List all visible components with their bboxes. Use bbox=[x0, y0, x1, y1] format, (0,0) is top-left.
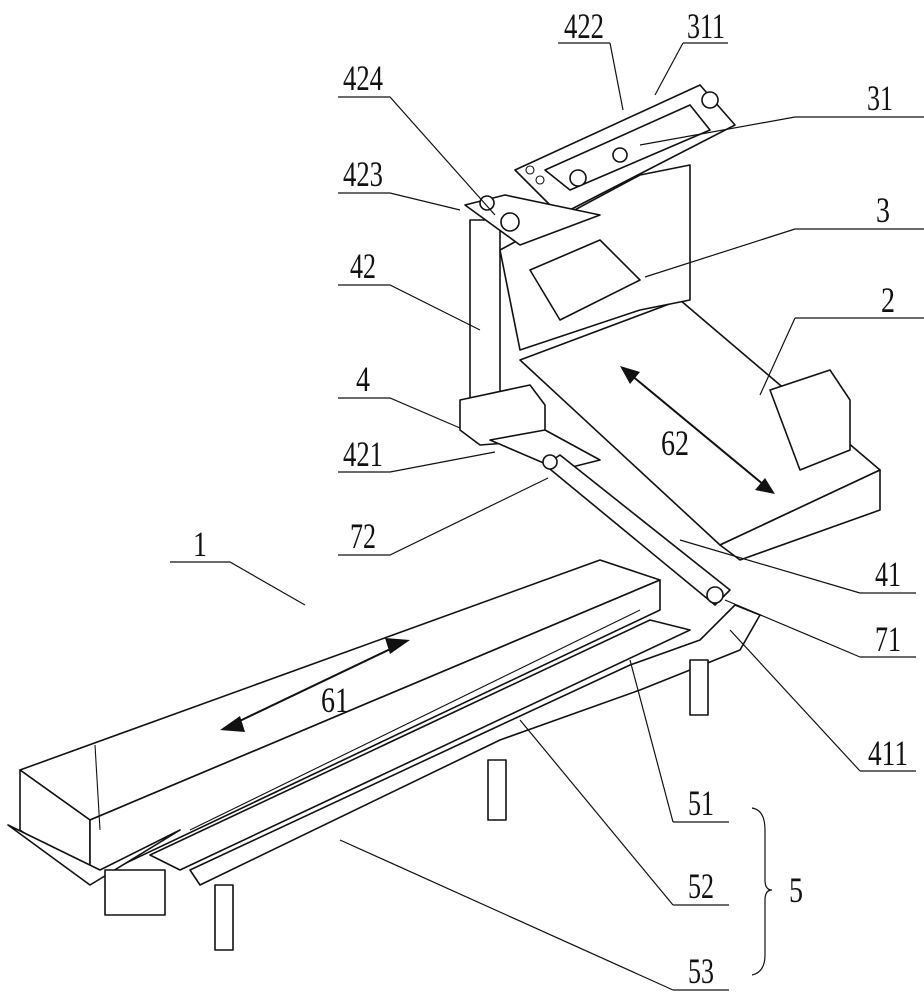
arm-41 bbox=[542, 454, 731, 606]
block-4 bbox=[459, 384, 601, 471]
label-61: 61 bbox=[321, 680, 349, 720]
label-52: 52 bbox=[688, 866, 714, 906]
reference-labels: 422 311 424 31 423 3 42 2 4 62 421 72 1 … bbox=[193, 6, 908, 991]
linkage-42 bbox=[464, 194, 601, 246]
label-53: 53 bbox=[688, 951, 714, 991]
label-423: 423 bbox=[343, 154, 383, 194]
label-31: 31 bbox=[867, 78, 893, 118]
label-411: 411 bbox=[868, 733, 908, 773]
brace-5 bbox=[751, 807, 773, 976]
label-3: 3 bbox=[876, 190, 890, 230]
direction-arrow-61 bbox=[220, 638, 410, 732]
top-plate-31 bbox=[514, 84, 736, 216]
label-311: 311 bbox=[687, 6, 725, 46]
label-2: 2 bbox=[881, 280, 895, 320]
label-51: 51 bbox=[688, 783, 714, 823]
label-62: 62 bbox=[661, 423, 689, 463]
label-1: 1 bbox=[193, 524, 207, 564]
rail-1 bbox=[7, 559, 661, 886]
module-2 bbox=[519, 299, 881, 561]
label-42: 42 bbox=[350, 246, 376, 286]
label-71: 71 bbox=[875, 619, 901, 659]
label-41: 41 bbox=[875, 554, 901, 594]
label-4: 4 bbox=[356, 359, 370, 399]
label-72: 72 bbox=[350, 516, 376, 556]
leader-lines bbox=[170, 42, 924, 991]
column-3 bbox=[469, 164, 691, 401]
base-plate-5 bbox=[104, 604, 761, 951]
label-5: 5 bbox=[789, 870, 803, 910]
label-421: 421 bbox=[343, 434, 383, 474]
label-424: 424 bbox=[343, 58, 383, 98]
direction-arrow-62 bbox=[620, 366, 775, 494]
label-422: 422 bbox=[564, 6, 604, 46]
